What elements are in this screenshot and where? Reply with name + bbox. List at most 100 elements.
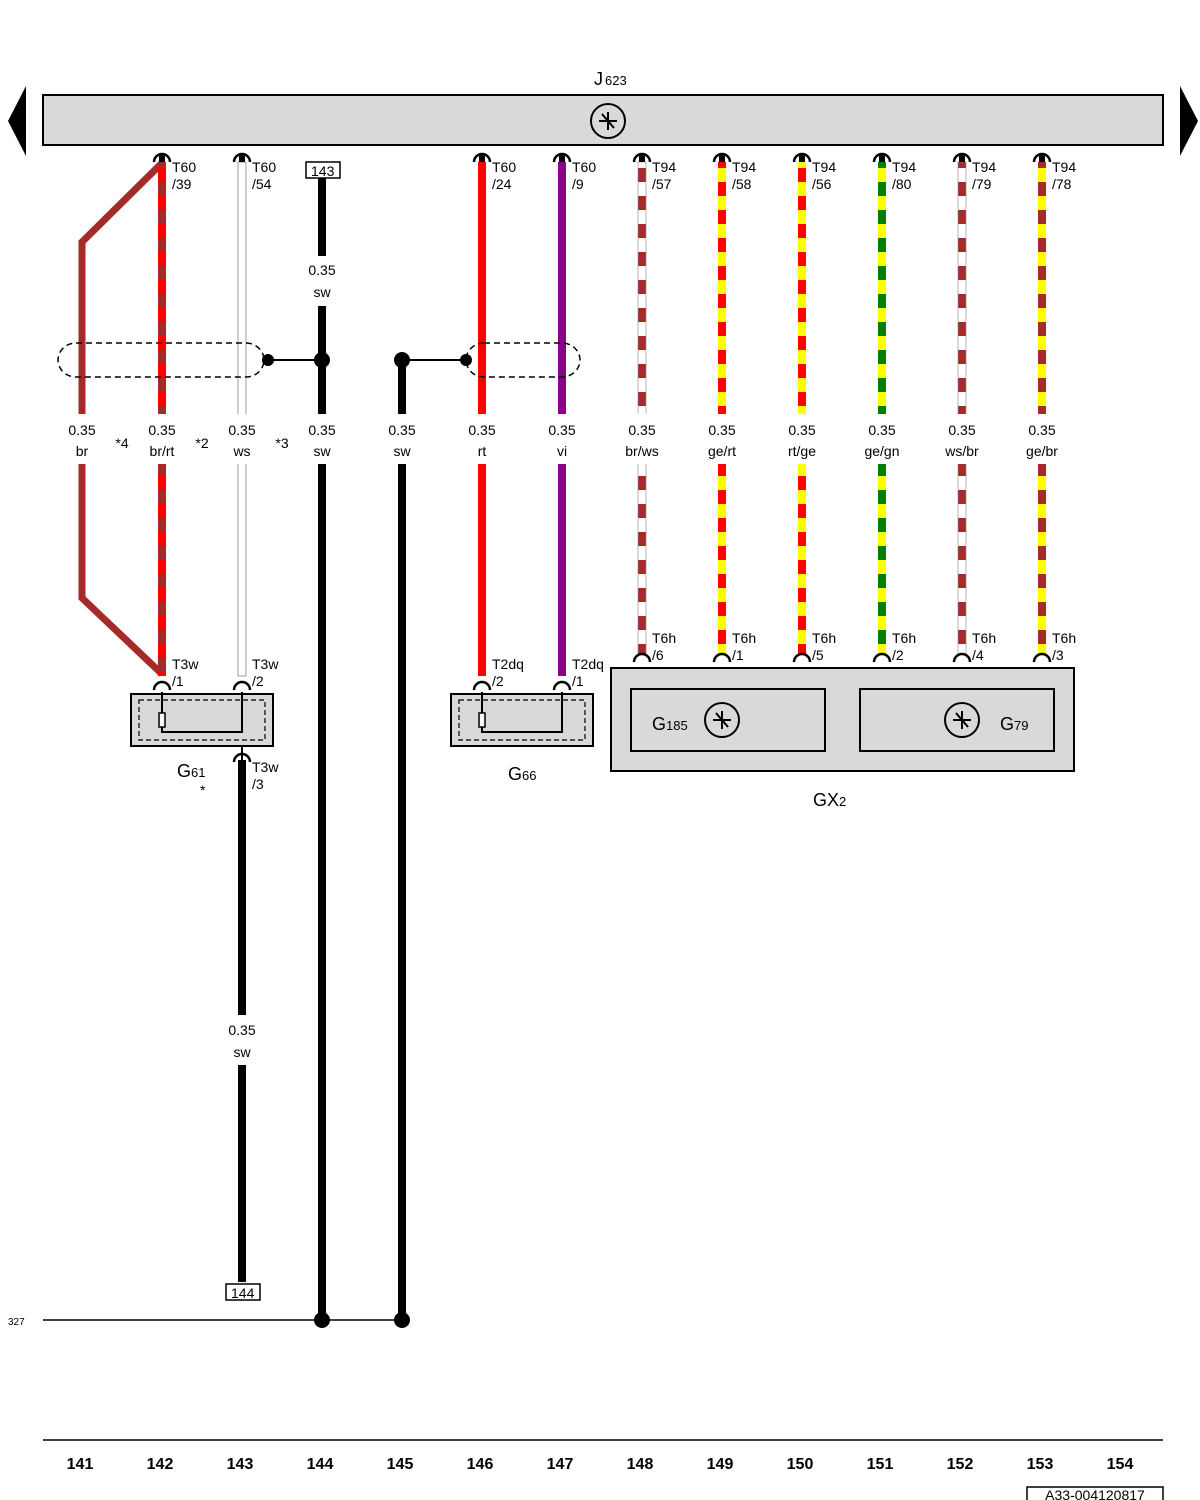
g185-transistor-icon (704, 702, 740, 738)
ecu-j623: J 623 (42, 69, 1164, 146)
wire-color: ge/br (1026, 443, 1058, 459)
column-number: 144 (307, 1456, 334, 1473)
wire-note: *4 (115, 435, 128, 451)
ecu-label: J (594, 69, 603, 89)
pin-label: /39 (172, 176, 192, 192)
column-number: 145 (387, 1456, 414, 1473)
component-g66: G 66 (450, 692, 594, 784)
column-number: 148 (627, 1456, 654, 1473)
column-number: 142 (147, 1456, 174, 1473)
pin-label: T60 (172, 159, 196, 175)
component-g61: G 61 * (130, 692, 274, 798)
wire-color: rt/ge (788, 443, 816, 459)
wire-color: br/ws (625, 443, 658, 459)
wire-color: sw (313, 284, 331, 300)
component-sub: 79 (1014, 718, 1028, 733)
wire-gauge: 0.35 (308, 422, 335, 438)
pin-label: /6 (652, 647, 664, 663)
column-numbers: 141 142 143 144 145 146 147 148 149 150 … (67, 1456, 1134, 1473)
pin-label: T3w (252, 759, 279, 775)
pin-label: T3w (252, 656, 279, 672)
wire-ge-br (1038, 162, 1046, 654)
pin-label: /2 (892, 647, 904, 663)
wire-gauge: 0.35 (228, 1022, 255, 1038)
pin-label: T94 (892, 159, 916, 175)
pin-label: /2 (252, 673, 264, 689)
wire-color: ge/rt (708, 443, 736, 459)
wire-color: br (76, 443, 89, 459)
nav-right-arrow-icon[interactable] (1180, 86, 1198, 156)
wire-color: vi (557, 443, 567, 459)
wire-color: ws (232, 443, 250, 459)
component-sub: 185 (666, 718, 688, 733)
wire-gauge: 0.35 (148, 422, 175, 438)
pin-label: T60 (252, 159, 276, 175)
pin-label: T94 (1052, 159, 1076, 175)
wire-gauge: 0.35 (1028, 422, 1055, 438)
ecu-sub: 623 (605, 73, 627, 88)
ecu-transistor-icon (590, 103, 626, 139)
pin-label: /1 (732, 647, 744, 663)
pin-label: T94 (812, 159, 836, 175)
top-pin-labels: T60 /39 T60 /54 T60 /24 T60 /9 T94 /57 T… (172, 159, 1076, 192)
pin-label: /1 (572, 673, 584, 689)
component-gx2: G 185 G 79 GX 2 (610, 667, 1075, 810)
pin-label: T3w (172, 656, 199, 672)
doc-id: A33-004120817 (1045, 1487, 1145, 1500)
pin-label: T6h (972, 630, 996, 646)
pin-label: /24 (492, 176, 512, 192)
wire-color: rt (478, 443, 487, 459)
column-number: 149 (707, 1456, 734, 1473)
pin-label: /57 (652, 176, 672, 192)
shield-left (57, 342, 265, 378)
wire-gauge: 0.35 (68, 422, 95, 438)
wire-gauge: 0.35 (868, 422, 895, 438)
column-number: 143 (227, 1456, 254, 1473)
shield-right (465, 342, 581, 378)
column-number: 152 (947, 1456, 974, 1473)
ref-box-144[interactable]: 144 (231, 1285, 255, 1301)
pin-label: /78 (1052, 176, 1072, 192)
pin-label: /2 (492, 673, 504, 689)
component-sub: 66 (522, 768, 536, 783)
wire-labels: 0.35 br *4 0.35 br/rt *2 0.35 ws *3 0.35… (68, 422, 1058, 459)
pin-label: T60 (572, 159, 596, 175)
component-note: * (200, 782, 206, 798)
pin-label: /4 (972, 647, 984, 663)
pin-label: T60 (492, 159, 516, 175)
wire-color: sw (313, 443, 331, 459)
component-sub: 61 (191, 765, 205, 780)
pin-label: /1 (172, 673, 184, 689)
wire-gauge: 0.35 (948, 422, 975, 438)
wire-gauge: 0.35 (308, 262, 335, 278)
pin-label: T2dq (492, 656, 524, 672)
component-label: G (652, 714, 666, 734)
pin-label: /3 (1052, 647, 1064, 663)
pin-label: /58 (732, 176, 752, 192)
pin-label: T94 (972, 159, 996, 175)
pin-label: /54 (252, 176, 272, 192)
wire-gauge: 0.35 (468, 422, 495, 438)
wire-gauge: 0.35 (628, 422, 655, 438)
column-number: 147 (547, 1456, 574, 1473)
pin-label: T6h (1052, 630, 1076, 646)
wire-ge-gn (878, 162, 886, 654)
column-number: 154 (1107, 1456, 1134, 1473)
component-label: G (508, 764, 522, 784)
pin-label: /79 (972, 176, 992, 192)
column-number: 153 (1027, 1456, 1054, 1473)
wire-color: br/rt (150, 443, 175, 459)
column-number: 151 (867, 1456, 894, 1473)
nav-left-arrow-icon[interactable] (8, 86, 26, 156)
ref-box-143[interactable]: 143 (311, 163, 335, 179)
g79-transistor-icon (944, 702, 980, 738)
wire-gauge: 0.35 (388, 422, 415, 438)
wire-gauge: 0.35 (548, 422, 575, 438)
pin-label: /3 (252, 776, 264, 792)
pin-label: T6h (732, 630, 756, 646)
wire-br-ws (637, 161, 647, 655)
wire-color: sw (393, 443, 411, 459)
component-label: G (177, 761, 191, 781)
component-label: G (1000, 714, 1014, 734)
